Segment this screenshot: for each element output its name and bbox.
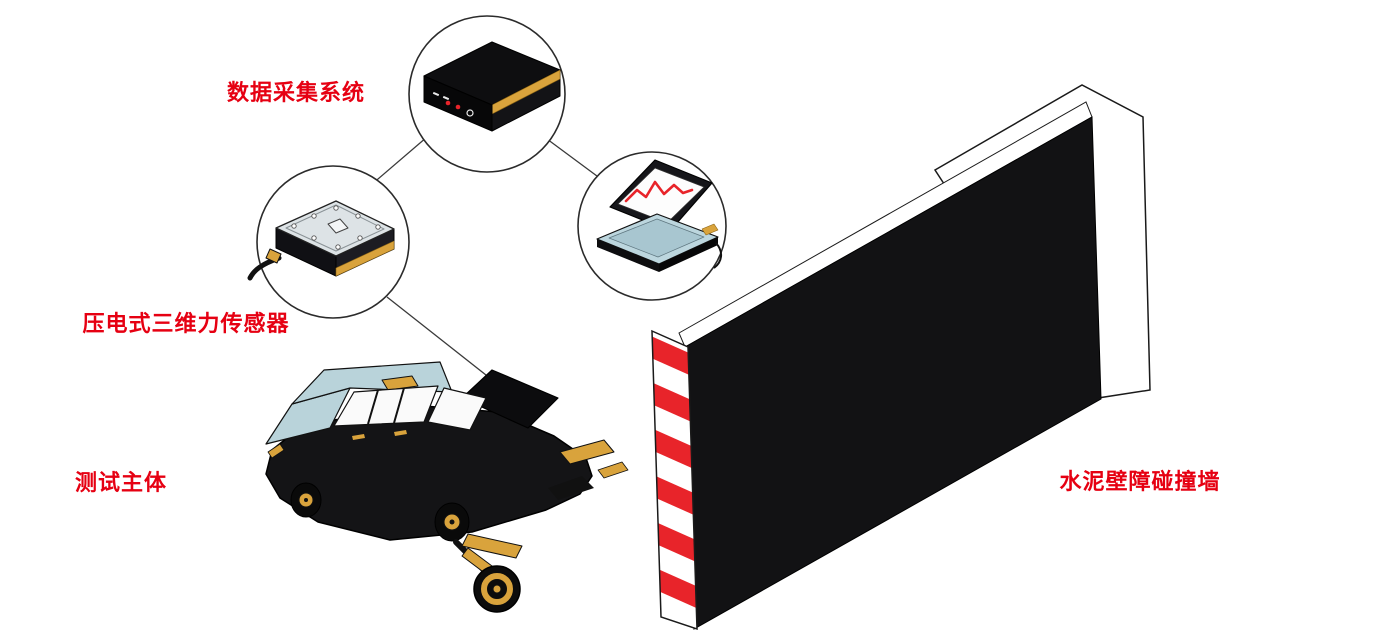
car-trunk-lid: [461, 369, 559, 429]
wall-face: [684, 116, 1102, 630]
crash-debris: [461, 439, 629, 559]
car-sunroof: [381, 375, 419, 391]
force-sensor-icon: [247, 200, 395, 281]
car-rear-window: [427, 387, 487, 431]
label-test-subject: 测试主体: [74, 471, 168, 496]
label-cement-barrier-wall: 水泥壁障碰撞墙: [1059, 470, 1221, 495]
laptop-icon: [596, 159, 722, 272]
connector-line-daq-sensor: [370, 136, 428, 186]
label-piezo-force-sensor: 压电式三维力传感器: [82, 312, 290, 337]
test-vehicle-icon: [265, 361, 629, 613]
car-wheels: [290, 482, 470, 542]
waveform-icon: [624, 180, 694, 203]
connector-line-sensor-vehicle: [386, 296, 506, 391]
daq-led-lights: [432, 91, 474, 117]
car-side-windows: [333, 385, 439, 427]
laptop-cable: [713, 242, 722, 269]
detached-wheel: [473, 565, 521, 613]
sensor-screws: [291, 205, 381, 250]
crash-wall-illustration: [651, 84, 1151, 631]
wall-striped-edge: [651, 329, 698, 631]
connector-lines: [370, 136, 602, 391]
daq-box-icon: [423, 41, 561, 132]
connector-line-daq-laptop: [546, 138, 602, 180]
car-roof: [291, 361, 453, 405]
label-data-acquisition-system: 数据采集系统: [226, 81, 366, 106]
